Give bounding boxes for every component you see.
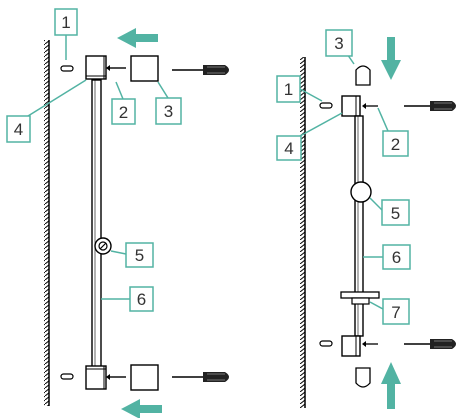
callout-4: 4: [276, 135, 302, 161]
screw-icon: [106, 65, 126, 71]
dowel-icon: [319, 340, 333, 347]
callout-6: 6: [129, 286, 154, 312]
screwdriver-icon: [404, 339, 456, 349]
svg-text:3: 3: [164, 102, 173, 121]
wall-left: [44, 40, 50, 406]
dowel-icon: [60, 65, 74, 72]
wall-bracket-bottom: [85, 365, 107, 390]
callout-6: 6: [382, 244, 411, 270]
wall-bracket-top: [341, 95, 361, 117]
wall-bracket-top: [85, 55, 107, 80]
arrow-up-icon: [381, 362, 401, 409]
callout-1: 1: [276, 75, 301, 103]
right-assembly: 3 1 4 2 5 6 7: [276, 29, 456, 409]
callout-5: 5: [125, 242, 154, 268]
left-assembly: 1 2 3 4 5 6: [6, 8, 229, 418]
screw-icon: [362, 341, 378, 347]
wall-bracket-bottom: [341, 335, 361, 357]
svg-text:7: 7: [391, 303, 400, 322]
rail: [91, 79, 102, 371]
callout-7: 7: [382, 298, 410, 325]
dowel-icon: [319, 102, 333, 109]
svg-text:6: 6: [137, 290, 146, 309]
svg-text:5: 5: [135, 246, 144, 265]
svg-text:1: 1: [284, 80, 293, 99]
svg-text:4: 4: [14, 120, 23, 139]
cover-top: [355, 65, 371, 86]
cap-top: [130, 55, 159, 82]
leader-lines: [27, 35, 169, 300]
screwdriver-icon: [172, 372, 229, 382]
svg-text:3: 3: [334, 34, 343, 53]
callout-2: 2: [111, 98, 136, 125]
svg-text:4: 4: [284, 139, 293, 158]
callout-1: 1: [54, 8, 78, 36]
svg-text:6: 6: [392, 248, 401, 267]
arrow-left-icon: [117, 28, 158, 48]
svg-text:5: 5: [391, 204, 400, 223]
callout-2: 2: [382, 130, 409, 157]
arrow-left-icon: [121, 399, 162, 418]
svg-text:2: 2: [391, 135, 400, 154]
wall-right: [300, 57, 306, 408]
svg-text:1: 1: [61, 13, 70, 32]
screwdriver-icon: [404, 101, 456, 111]
arrow-down-icon: [381, 37, 401, 80]
leader-lines: [299, 47, 389, 310]
dowel-icon: [60, 373, 74, 380]
callout-3: 3: [325, 29, 353, 57]
slider: [94, 237, 112, 255]
screw-icon: [362, 103, 378, 109]
callout-5: 5: [381, 199, 410, 226]
screw-icon: [106, 374, 126, 380]
cap-bottom: [130, 364, 159, 391]
cover-bottom: [355, 367, 371, 388]
svg-text:2: 2: [119, 103, 128, 122]
callout-3: 3: [155, 97, 182, 125]
soap-dish: [340, 291, 380, 305]
callout-4: 4: [6, 115, 31, 143]
screwdriver-icon: [172, 65, 229, 75]
ball-slider: [350, 181, 372, 203]
